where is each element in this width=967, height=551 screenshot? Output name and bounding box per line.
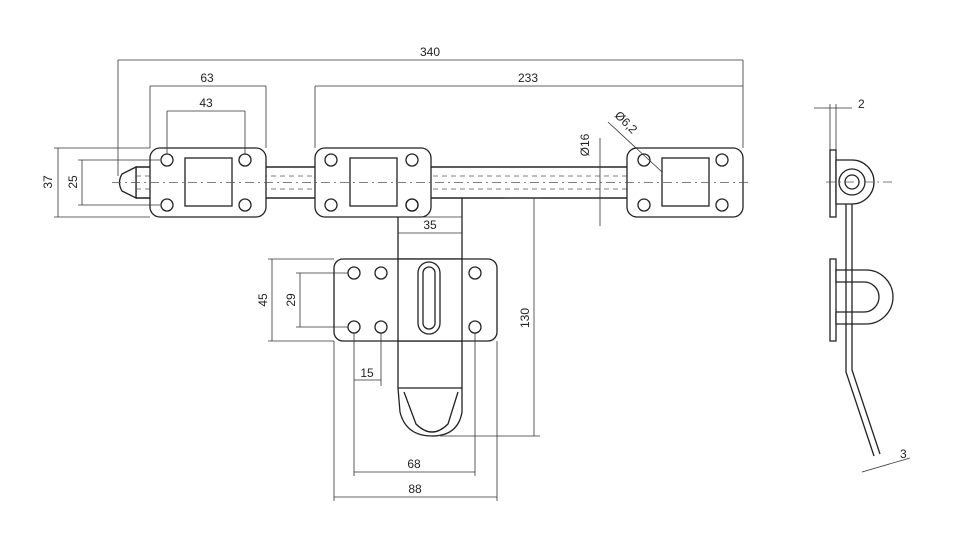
mount-hole: [715, 153, 729, 167]
rod-guide: [184, 157, 233, 207]
front-view: [112, 147, 752, 437]
side-view: [826, 149, 894, 457]
mount-hole: [637, 198, 651, 212]
dim-overall-length: 340: [420, 45, 440, 59]
rod-tip-left: [118, 165, 137, 200]
dim-plate-width-inner: 43: [199, 96, 213, 110]
mount-hole: [324, 153, 338, 167]
dim-side-offset: 2: [858, 97, 865, 111]
dim-bar-length: 233: [518, 71, 538, 85]
side-staple: [835, 269, 894, 325]
hasp-tip-inner: [403, 391, 459, 433]
mount-hole: [715, 198, 729, 212]
hasp-slot-inner: [422, 266, 436, 330]
dim-material-thickness: 3: [900, 447, 907, 461]
mount-hole: [238, 198, 252, 212]
dim-keeper-hole-spacing-h: 15: [360, 366, 374, 380]
hasp-pivot: [405, 198, 419, 212]
mount-hole: [324, 198, 338, 212]
dim-hole-diameter: Ø6,2: [612, 108, 641, 137]
dim-plate-width-outer: 63: [200, 71, 214, 85]
dim-keeper-hole-spacing-wide: 68: [407, 457, 421, 471]
dim-keeper-height: 45: [256, 293, 270, 307]
mount-hole: [405, 153, 419, 167]
side-hasp-strap: [845, 204, 881, 457]
dim-hasp-length: 130: [518, 308, 532, 328]
mount-hole: [637, 153, 651, 167]
mount-hole: [160, 198, 174, 212]
keeper-hole: [468, 266, 482, 280]
rod-guide: [661, 157, 710, 207]
dim-keeper-hole-spacing-v: 29: [284, 293, 298, 307]
side-plate-bottom: [829, 258, 837, 342]
side-plate-top: [829, 149, 837, 218]
keeper-hole: [374, 266, 388, 280]
dim-rod-diameter: Ø16: [578, 133, 592, 156]
hasp-slot: [417, 261, 441, 335]
dim-keeper-width: 88: [408, 482, 422, 496]
dim-plate-height-outer: 37: [41, 175, 55, 189]
dim-plate-height-inner: 25: [66, 175, 80, 189]
rod-guide: [349, 157, 398, 207]
dim-hasp-width: 35: [423, 218, 437, 232]
dimensions: 340 233 63 43 37 25 Ø16 Ø6,2 35: [41, 45, 911, 501]
